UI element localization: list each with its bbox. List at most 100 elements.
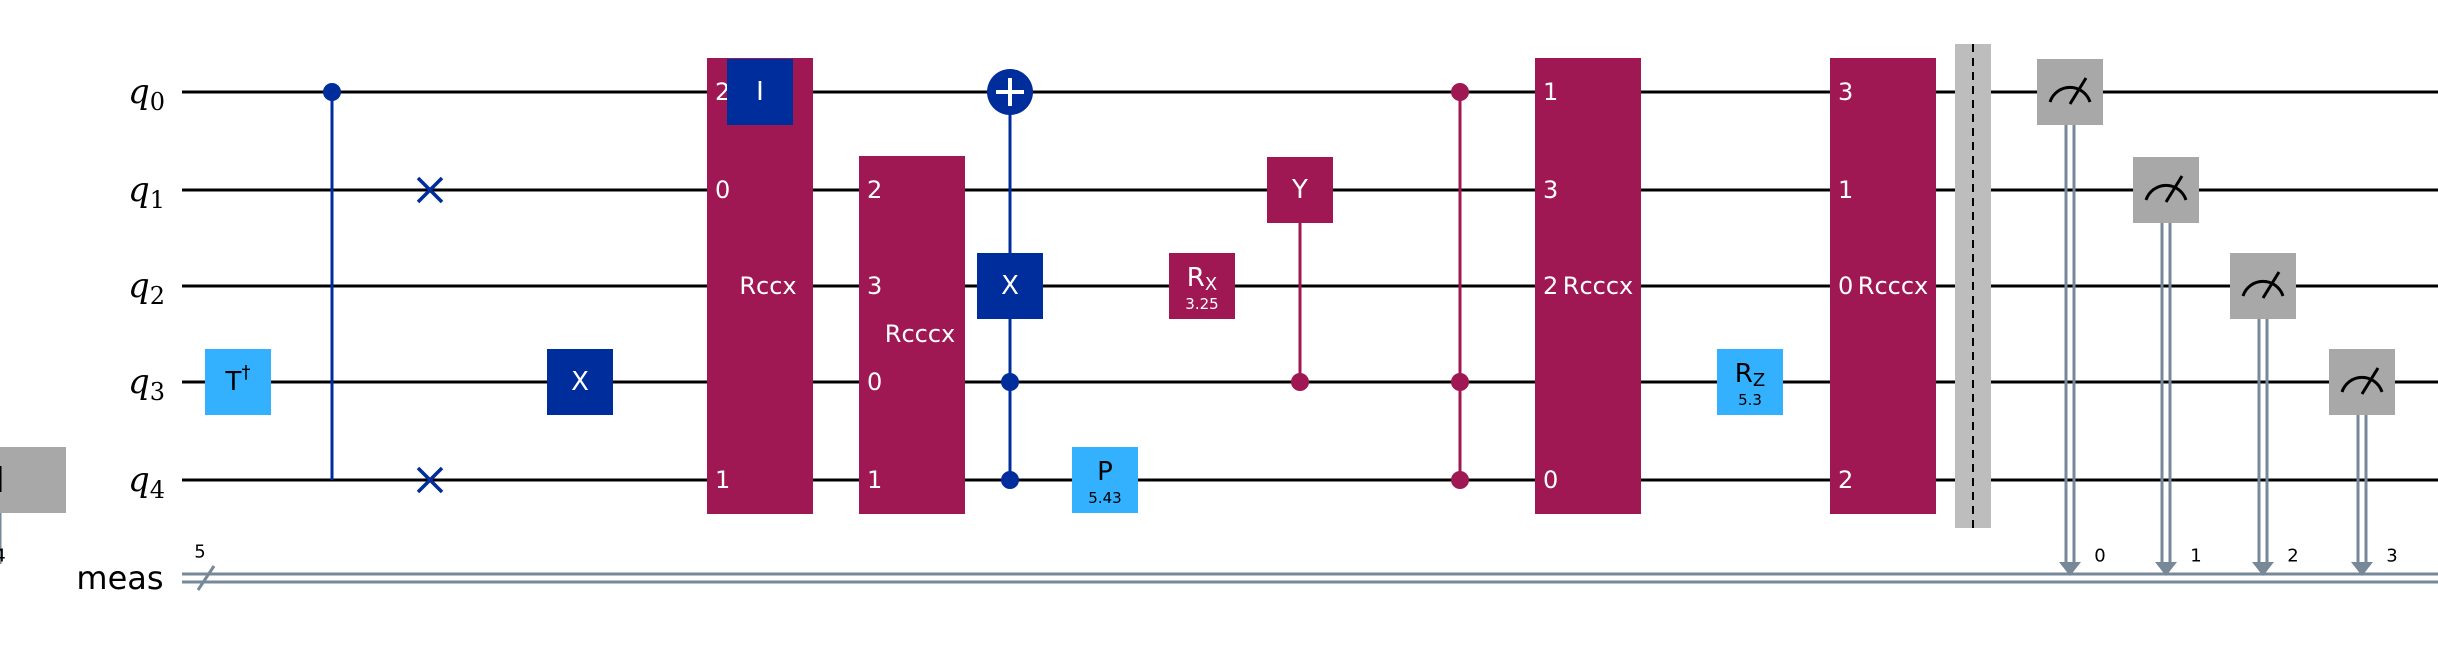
gate-rx-10-label-main: R <box>1187 263 1205 293</box>
qubit-label-0: q0 <box>128 72 165 116</box>
gate-rx-10-box <box>1169 253 1235 319</box>
classical-bit-index-2: 2 <box>2287 546 2298 567</box>
gate-t-0-label-main: T <box>225 367 242 397</box>
qubit-label-sub: 4 <box>150 476 165 504</box>
gate-rcccx-15-qubit-index-1: 1 <box>1838 176 1853 204</box>
gate-p-9-param: 5.43 <box>1088 489 1121 507</box>
classical-register-label: meas <box>76 559 163 597</box>
gate-rccx-4-qubit-index-2: 1 <box>715 466 730 494</box>
measure-gate-1-box <box>2133 157 2199 223</box>
gate-t-0-box <box>205 349 271 415</box>
classical-bit-index-0: 0 <box>2094 546 2105 567</box>
cnot-control-dot-0 <box>1001 373 1019 391</box>
gate-rx-10-param: 3.25 <box>1185 295 1218 313</box>
qubit-label-sub: 0 <box>150 88 165 116</box>
qubit-label-2: q2 <box>128 266 165 310</box>
qubit-label-sub: 1 <box>150 186 165 214</box>
gate-rz-14-param: 5.3 <box>1738 391 1762 409</box>
gate-rcccx-15-label: Rcccx <box>1858 272 1928 300</box>
gate-y-11-control-dot <box>1291 373 1309 391</box>
gate-rcccx-6-qubit-index-2: 0 <box>867 368 882 396</box>
qubit-label-base: q <box>128 72 150 112</box>
classical-bit-index-3: 3 <box>2386 546 2397 567</box>
gate-rcccx-13-box <box>1535 58 1641 514</box>
gate-rcccx-6-qubit-index-0: 2 <box>867 176 882 204</box>
gate-x-3-label: X <box>571 367 589 397</box>
gate-i-5-label: I <box>756 77 764 107</box>
swap-cross-0-b <box>416 176 444 204</box>
gate-rccx-4-qubit-index-0: 2 <box>715 78 730 106</box>
qubit-label-base: q <box>128 170 150 210</box>
qubit-label-3: q3 <box>128 362 165 406</box>
classical-register-size: 5 <box>194 542 205 563</box>
gate-rcccx-13-qubit-index-0: 1 <box>1543 78 1558 106</box>
control-dot-swap-dot-0 <box>323 83 341 101</box>
gate-rcccx-15-qubit-index-0: 3 <box>1838 78 1853 106</box>
gate-t-0-label: T† <box>225 362 251 398</box>
qubit-label-1: q1 <box>128 170 165 214</box>
gate-p-9-box <box>1072 447 1138 513</box>
gate-rccx-4-qubit-index-1: 0 <box>715 176 730 204</box>
ccz-dot-1 <box>1451 373 1469 391</box>
gate-rcccx-6-label: Rcccx <box>885 320 955 348</box>
classical-bit-index-1: 1 <box>2190 546 2201 567</box>
qubit-label-base: q <box>128 266 150 306</box>
qubit-label-base: q <box>128 460 150 500</box>
gate-rcccx-13-qubit-index-1: 3 <box>1543 176 1558 204</box>
gate-x-8-label-main: X <box>1001 271 1019 301</box>
qubit-label-base: q <box>128 362 150 402</box>
gate-i-5-box <box>727 59 793 125</box>
qubit-label-sub: 2 <box>150 282 165 310</box>
classical-bus-slash <box>196 565 216 591</box>
measure-gate-1-meter-needle <box>2164 175 2184 203</box>
qubit-label-sub: 3 <box>150 378 165 406</box>
measure-gate-1-meter-arc <box>2144 183 2188 201</box>
gate-x-3-label-main: X <box>571 367 589 397</box>
gate-rcccx-15-qubit-index-3: 2 <box>1838 466 1853 494</box>
cnot-control-dot-1 <box>1001 471 1019 489</box>
measure-gate-2-meter-arc <box>2241 279 2285 297</box>
gate-rccx-4-box <box>707 58 813 514</box>
gate-rz-14-label: RZ <box>1735 359 1765 391</box>
gate-i-5-label-main: I <box>756 77 764 107</box>
gate-rz-14-label-sub: Z <box>1753 370 1765 391</box>
gate-rx-10-label: RX <box>1187 263 1217 295</box>
measure-gate-4-box <box>0 447 66 513</box>
gate-y-11-box <box>1267 157 1333 223</box>
measure-gate-2-box <box>2230 253 2296 319</box>
gate-rcccx-15-qubit-index-2: 0 <box>1838 272 1853 300</box>
measure-gate-2-meter-needle <box>2261 271 2281 299</box>
measure-gate-3-box <box>2329 349 2395 415</box>
classical-bit-index-4: 4 <box>0 546 6 567</box>
gate-rcccx-6-qubit-index-1: 3 <box>867 272 882 300</box>
gate-rz-14-label-main: R <box>1735 359 1753 389</box>
gate-p-9-label: P <box>1097 457 1113 487</box>
measure-gate-0-box <box>2037 59 2103 125</box>
gate-rcccx-6-box <box>859 156 965 514</box>
gate-rcccx-15-box <box>1830 58 1936 514</box>
measure-gate-3-arrow <box>2351 562 2373 576</box>
qubit-label-4: q4 <box>128 460 165 504</box>
gate-p-9-label-main: P <box>1097 457 1113 487</box>
gates-layer: T†X201RccxI2301RcccxXP5.43RX3.25Y1320Rcc… <box>0 44 2398 576</box>
gate-y-11-label: Y <box>1291 175 1308 205</box>
gate-t-0-label-sup: † <box>241 362 250 383</box>
gate-rcccx-13-label: Rcccx <box>1563 272 1633 300</box>
measure-gate-0-arrow <box>2059 562 2081 576</box>
gate-y-11-label-main: Y <box>1291 175 1308 205</box>
gate-rx-10-label-sub: X <box>1205 274 1217 295</box>
gate-x-8-label: X <box>1001 271 1019 301</box>
swap-cross-1-b <box>416 466 444 494</box>
measure-gate-2-arrow <box>2252 562 2274 576</box>
ccz-dot-0 <box>1451 83 1469 101</box>
measure-gate-0-meter-arc <box>2048 85 2092 103</box>
measure-gate-0-meter-needle <box>2068 77 2088 105</box>
measure-gate-3-meter-arc <box>2340 375 2384 393</box>
measure-gate-1-arrow <box>2155 562 2177 576</box>
ccz-dot-2 <box>1451 471 1469 489</box>
gate-rcccx-13-qubit-index-3: 0 <box>1543 466 1558 494</box>
gate-x-3-box <box>547 349 613 415</box>
gate-rcccx-6-qubit-index-3: 1 <box>867 466 882 494</box>
